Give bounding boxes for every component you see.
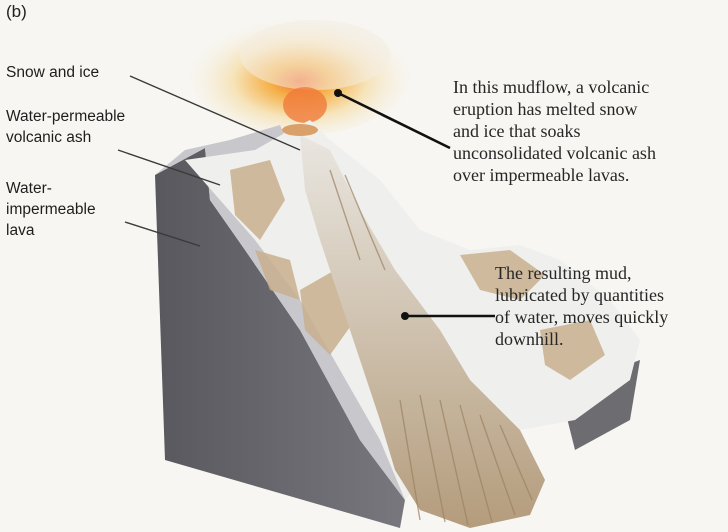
caption-eruption-line: and ice that soaks — [453, 120, 656, 142]
label-ash-line1: Water-permeable — [6, 106, 125, 127]
caption-eruption: In this mudflow, a volcanic eruption has… — [453, 76, 656, 186]
caption-mud-line: The resulting mud, — [495, 262, 668, 284]
mud-pointer-dot — [401, 312, 409, 320]
caption-mud: The resulting mud, lubricated by quantit… — [495, 262, 668, 350]
label-snow-ice: Snow and ice — [6, 62, 99, 83]
crater — [282, 124, 318, 136]
caption-mud-line: downhill. — [495, 328, 668, 350]
caption-eruption-line: over impermeable lavas. — [453, 164, 656, 186]
caption-mud-line: lubricated by quantities — [495, 284, 668, 306]
label-lava: Water- impermeable lava — [6, 178, 96, 241]
caption-eruption-line: eruption has melted snow — [453, 98, 656, 120]
caption-mud-line: of water, moves quickly — [495, 306, 668, 328]
label-lava-line2: impermeable — [6, 199, 96, 220]
eruption-pointer-dot — [334, 89, 342, 97]
label-snow-ice-text: Snow and ice — [6, 62, 99, 83]
label-lava-line3: lava — [6, 220, 96, 241]
caption-eruption-line: unconsolidated volcanic ash — [453, 142, 656, 164]
caption-eruption-line: In this mudflow, a volcanic — [453, 76, 656, 98]
label-volcanic-ash: Water-permeable volcanic ash — [6, 106, 125, 148]
label-lava-line1: Water- — [6, 178, 96, 199]
label-ash-line2: volcanic ash — [6, 127, 125, 148]
panel-label: (b) — [6, 2, 27, 22]
